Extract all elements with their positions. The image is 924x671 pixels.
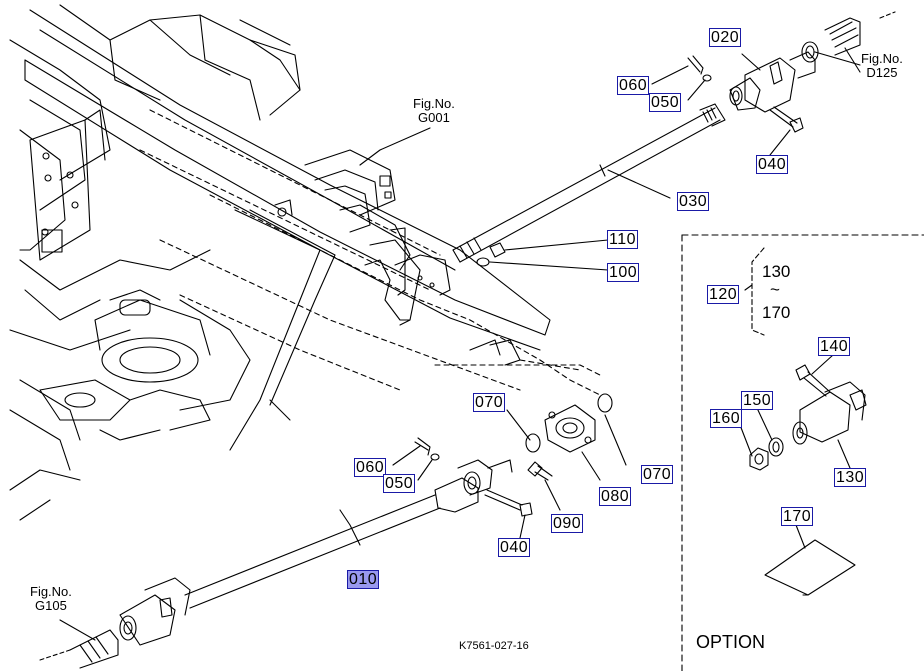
part-callout-150[interactable]: 150 (741, 391, 774, 410)
part-callout-080[interactable]: 080 (599, 487, 632, 506)
part-callout-070-left[interactable]: 070 (473, 393, 506, 412)
part-callout-140[interactable]: 140 (818, 337, 851, 356)
part-callout-040-top[interactable]: 040 (756, 155, 789, 174)
part-callout-050-top[interactable]: 050 (649, 93, 682, 112)
range-start: 130 (762, 262, 791, 281)
part-callout-030[interactable]: 030 (677, 192, 710, 211)
part-callout-060-top[interactable]: 060 (617, 76, 650, 95)
part-callout-020[interactable]: 020 (709, 28, 742, 47)
drawing-code: K7561-027-16 (459, 640, 529, 652)
option-box-drawing (681, 234, 924, 671)
tractor-frame-drawing (9, 4, 601, 521)
part-callout-100[interactable]: 100 (607, 263, 640, 282)
figure-ref-g001-line1: Fig.No. (413, 96, 455, 111)
figure-ref-g105-line2: G105 (35, 598, 67, 613)
part-callout-170[interactable]: 170 (781, 507, 814, 526)
figure-ref-d125-line1: Fig.No. (861, 51, 903, 66)
figure-ref-g105-line1: Fig.No. (30, 584, 72, 599)
figure-ref-d125-line2: D125 (866, 65, 898, 80)
figure-ref-g001[interactable]: Fig.No. G001 (413, 97, 455, 125)
part-callout-090[interactable]: 090 (551, 514, 584, 533)
figure-ref-d125[interactable]: Fig.No. D125 (861, 52, 903, 80)
figure-ref-g001-line2: G001 (418, 110, 450, 125)
part-callout-070-right[interactable]: 070 (641, 465, 674, 484)
lower-shaft-drawing (39, 364, 627, 669)
part-callout-040-bottom[interactable]: 040 (498, 538, 531, 557)
part-callout-110[interactable]: 110 (607, 230, 639, 249)
part-callout-060-bottom[interactable]: 060 (354, 458, 387, 477)
part-callout-130[interactable]: 130 (834, 468, 867, 487)
range-tilde: ~ (770, 280, 780, 299)
part-callout-050-bottom[interactable]: 050 (383, 474, 416, 493)
range-end: 170 (762, 303, 791, 322)
part-callout-120[interactable]: 120 (707, 285, 740, 304)
option-label: OPTION (696, 632, 766, 652)
figure-ref-g105[interactable]: Fig.No. G105 (30, 585, 72, 613)
part-callout-160[interactable]: 160 (710, 409, 743, 428)
upper-shaft-drawing (359, 11, 896, 271)
part-callout-010[interactable]: 010 (347, 570, 380, 589)
